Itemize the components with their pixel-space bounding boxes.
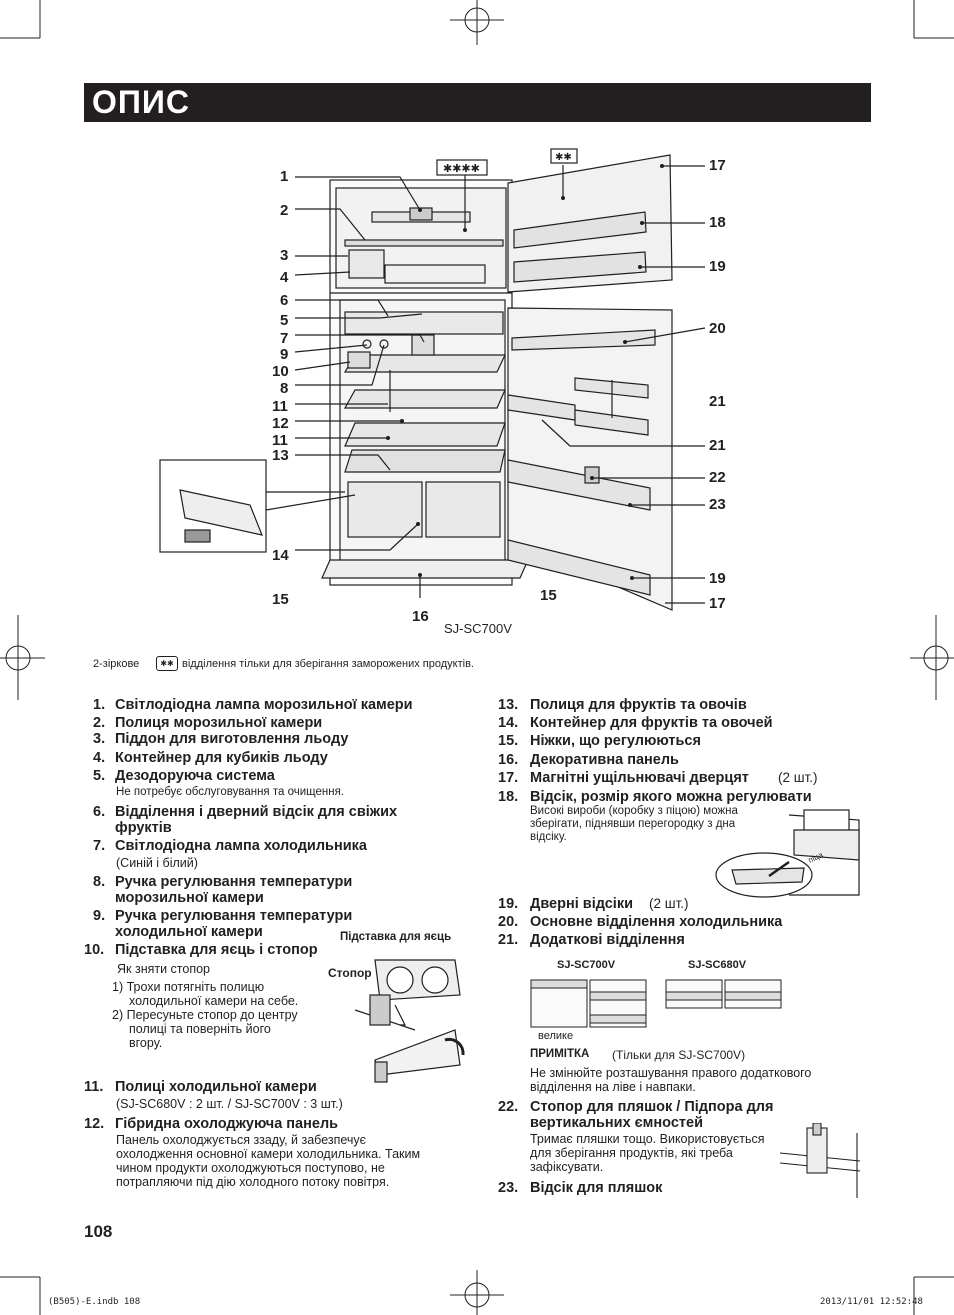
callout-15-left: 15 (272, 591, 289, 608)
callout-4: 4 (280, 269, 289, 286)
item-10-step2a: 2) Пересуньте стопор до центру (112, 1008, 298, 1022)
item-8-line2: морозильної камери (115, 890, 264, 906)
svg-text:✱✱: ✱✱ (555, 152, 572, 163)
callout-22: 22 (709, 469, 726, 486)
item-5-note: Не потребує обслуговування та очищення. (116, 786, 344, 798)
item-10-step2c: вгору. (129, 1036, 163, 1050)
model-a-label: SJ-SC700V (557, 959, 616, 971)
note-line1: Не змінюйте розташування правого додатко… (530, 1066, 812, 1080)
callout-13: 13 (272, 447, 289, 464)
footnote-prefix: 2-зіркове (93, 658, 140, 670)
callout-15-right: 15 (540, 587, 557, 604)
callout-7: 7 (280, 330, 289, 347)
callout-11b: 11 (272, 432, 288, 449)
item-10-step1a: 1) Трохи потягніть полицю (112, 980, 265, 994)
egg-stand-illustration (354, 959, 465, 1083)
page-title: ОПИС (92, 84, 190, 120)
item-12-line1: Панель охолоджується ззаду, й забезпечує (116, 1133, 367, 1147)
page-number: 108 (84, 1222, 113, 1241)
callout-11a: 11 (272, 398, 288, 415)
callout-12: 12 (272, 415, 289, 432)
item-7-note: (Синій і білий) (116, 856, 198, 870)
item-12-line4: потрапляючи під дію холодного потоку пов… (116, 1175, 390, 1189)
callout-9: 9 (280, 346, 289, 363)
item-22-line4: для зберігання продуктів, які треба (530, 1146, 733, 1160)
item-22-line2: вертикальних ємностей (530, 1115, 703, 1131)
item-10-sub: Як зняти стопор (117, 962, 211, 976)
callout-23: 23 (709, 496, 726, 513)
note-label: ПРИМІТКА (530, 1048, 590, 1060)
item-12-line3: чином продукти охолоджуються поступово, … (116, 1161, 385, 1175)
item-18-line3: відсіку. (530, 831, 567, 843)
egg-stand-label: Підставка для яєць (340, 931, 452, 943)
note-scope: (Тільки для SJ-SC700V) (612, 1048, 746, 1062)
two-star-icon: ✱✱ (156, 656, 178, 671)
item-12-line2: охолодження основної камери холодильника… (116, 1147, 421, 1161)
callout-18: 18 (709, 214, 726, 231)
item-9-line2: холодильної камери (115, 924, 263, 940)
callout-14: 14 (272, 547, 289, 564)
callout-19a: 19 (709, 258, 726, 275)
callout-19b: 19 (709, 570, 726, 587)
item-18-line1: Високі вироби (коробку з піцою) можна (530, 805, 738, 817)
footer-file: (B505)-E.indb 108 (48, 1297, 141, 1307)
callout-16: 16 (412, 608, 429, 625)
callout-6: 6 (280, 292, 289, 309)
item-10-step1b: холодильної камери на себе. (129, 994, 299, 1008)
callout-21a: 21 (709, 393, 726, 410)
callout-21b: 21 (709, 437, 726, 454)
callout-1: 1 (280, 168, 289, 185)
compartment-illustration (530, 979, 782, 1028)
item-22-line5: зафіксувати. (530, 1160, 604, 1174)
item-6-line2: фруктів (115, 820, 172, 836)
item-19-qty: (2 шт.) (649, 896, 689, 911)
fridge-diagram: ✱✱✱✱ ✱✱ (159, 148, 706, 611)
svg-text:✱✱✱✱: ✱✱✱✱ (443, 162, 480, 175)
callout-3: 3 (280, 247, 289, 264)
callout-20: 20 (709, 320, 726, 337)
bottle-stopper-illustration (779, 1123, 861, 1198)
item-22-line3: Тримає пляшки тощо. Використовується (530, 1132, 765, 1146)
large-label: велике (538, 1030, 574, 1042)
model-label: SJ-SC700V (444, 621, 512, 636)
model-b-label: SJ-SC680V (688, 959, 747, 971)
item-11-note: (SJ-SC680V : 2 шт. / SJ-SC700V : 3 шт.) (116, 1097, 343, 1111)
callout-5: 5 (280, 312, 289, 329)
footer-date: 2013/11/01 12:52:48 (820, 1297, 923, 1307)
item-18-line2: зберігати, піднявши перегородку з дна (530, 818, 736, 830)
callout-8: 8 (280, 380, 289, 397)
footnote-text: відділення тільки для зберігання заморож… (182, 658, 474, 670)
item-10-step2b: полиці та поверніть його (129, 1022, 271, 1036)
pizza-compartment-illustration (715, 809, 860, 898)
callout-17b: 17 (709, 595, 726, 612)
title-bar: ОПИС (84, 83, 871, 122)
callout-10: 10 (272, 363, 289, 380)
item-17-qty: (2 шт.) (778, 770, 818, 785)
note-line2: відділення на ліве і навпаки. (530, 1080, 696, 1094)
stopper-label: Стопор (328, 966, 372, 980)
callout-2: 2 (280, 202, 289, 219)
callout-17a: 17 (709, 157, 726, 174)
